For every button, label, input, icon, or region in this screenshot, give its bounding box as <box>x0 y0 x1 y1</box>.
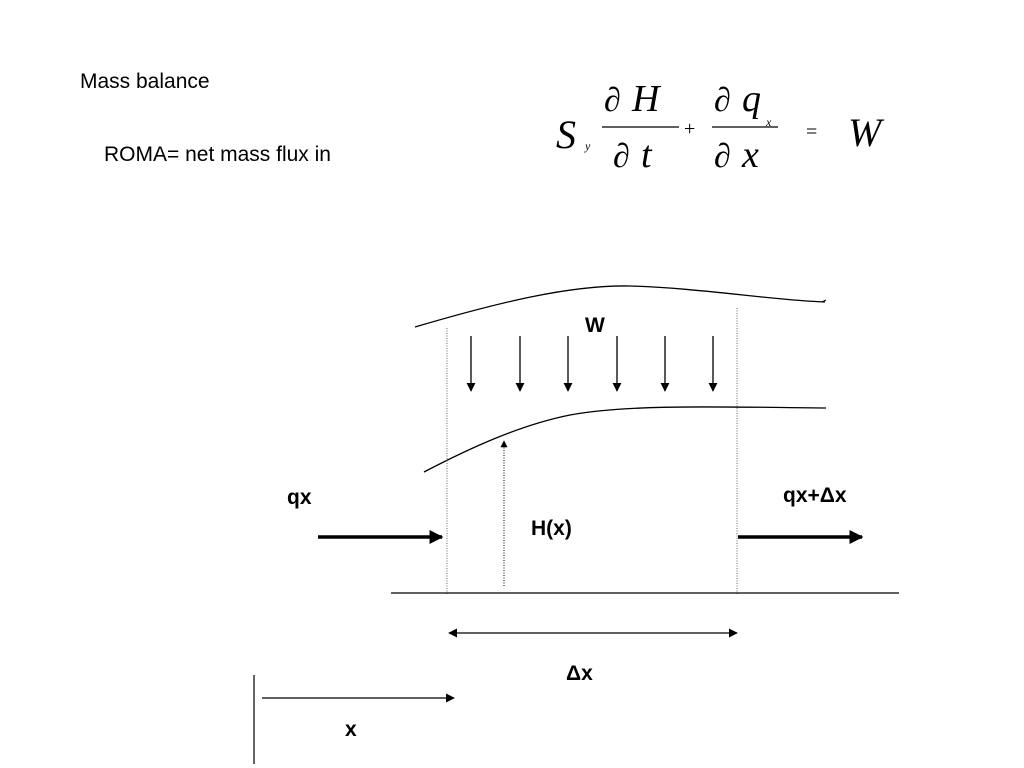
recharge-arrows <box>466 336 718 392</box>
delta-x-label: Δx <box>566 662 593 685</box>
eq-partial-num1: ∂ <box>604 82 621 119</box>
ground-surface-curve <box>414 285 826 328</box>
eq-plus: + <box>684 118 695 140</box>
slide-title: Mass balance <box>80 70 210 93</box>
recharge-label: W <box>585 314 605 337</box>
eq-num1: H <box>631 78 662 120</box>
outflow-label: qx+Δx <box>783 484 847 507</box>
water-table-curve <box>423 406 827 473</box>
eq-num2-sub: x <box>765 115 772 129</box>
eq-equals: = <box>806 121 817 143</box>
eq-storage-sub: y <box>584 139 591 153</box>
governing-equation: S y ∂ H ∂ t + ∂ q x ∂ x = W <box>556 78 885 176</box>
eq-den1: t <box>641 134 653 176</box>
inflow-label: qx <box>287 486 312 509</box>
eq-rhs: W <box>848 110 885 155</box>
eq-partial-den2: ∂ <box>714 138 731 175</box>
eq-num2: q <box>742 78 761 120</box>
eq-storage-coeff: S <box>556 112 576 157</box>
roma-definition: ROMA= net mass flux in <box>104 143 331 166</box>
eq-partial-den1: ∂ <box>613 138 630 175</box>
x-axis-label: x <box>345 718 357 741</box>
head-label: H(x) <box>531 517 572 540</box>
ground-surface-tick <box>821 299 827 303</box>
eq-den2: x <box>741 134 759 176</box>
eq-partial-num2: ∂ <box>714 82 731 119</box>
